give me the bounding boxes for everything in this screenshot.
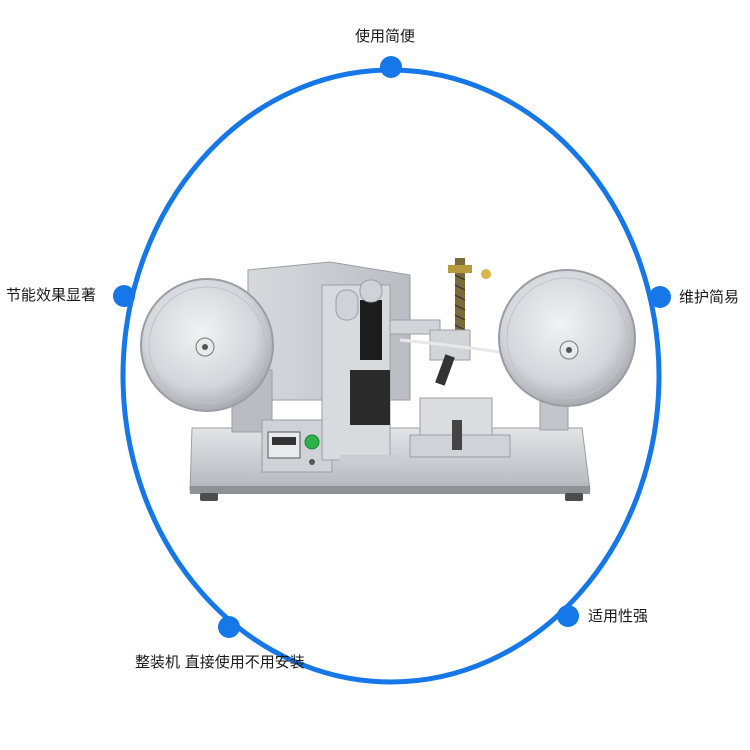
pressure-arm <box>389 258 501 386</box>
nameplate <box>360 300 382 360</box>
feature-dot-bottom-right <box>557 605 579 627</box>
machine-foot <box>565 493 583 501</box>
feature-dot-right <box>649 286 671 308</box>
control-box <box>261 419 333 473</box>
central-column <box>321 279 398 467</box>
power-button <box>304 434 320 450</box>
feature-dot-left <box>113 285 135 307</box>
feature-label-right: 维护简易 <box>679 288 740 306</box>
feature-label-bottom-left: 整装机 直接使用不用安装 <box>135 653 305 671</box>
feature-label-bottom-right: 适用性强 <box>588 607 649 625</box>
sample-stage <box>409 397 511 458</box>
feature-label-top: 使用简便 <box>355 27 416 45</box>
machine-foot <box>200 493 218 501</box>
right-tape-reel <box>498 269 636 431</box>
left-tape-reel <box>140 278 274 412</box>
feature-dot-top <box>380 56 402 78</box>
feature-dot-bottom-left <box>218 616 240 638</box>
feature-label-left: 节能效果显著 <box>6 286 97 304</box>
rca-abrasion-tester <box>140 258 636 501</box>
